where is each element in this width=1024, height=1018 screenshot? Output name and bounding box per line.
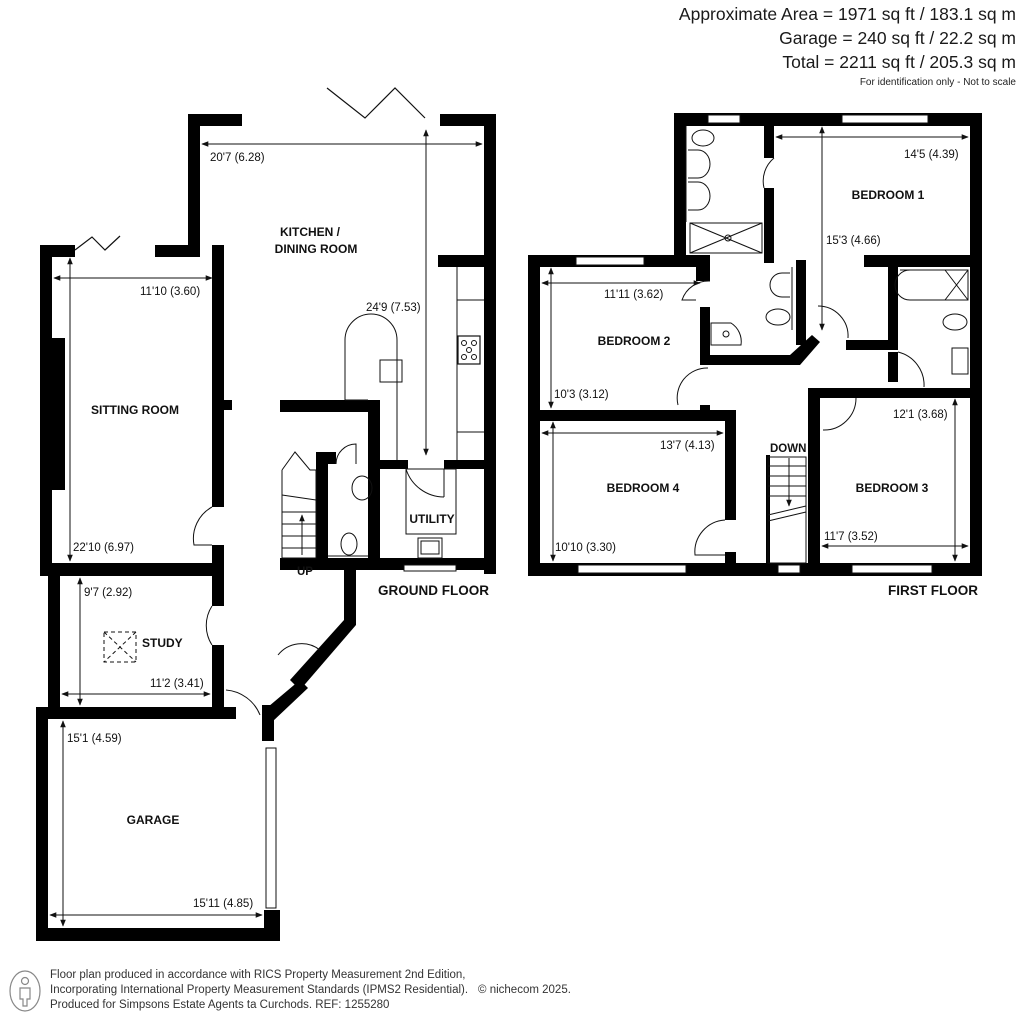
stairs-up-label: UP <box>297 566 313 578</box>
bathroom-fixtures <box>894 269 969 388</box>
kitchen-width: 20'7 (6.28) <box>210 152 265 164</box>
bedroom-4-length: 10'10 (3.30) <box>555 542 616 554</box>
garage-area: Garage = 240 sq ft / 22.2 sq m <box>779 28 1016 48</box>
kitchen-label: KITCHEN / <box>280 225 341 239</box>
ensuite2-fixtures <box>681 267 793 346</box>
first-floor-plan: DOWN BEDROOM 1 14'5 (4.39) 15'3 (4.66) B… <box>528 113 982 598</box>
sitting-room-width: 11'10 (3.60) <box>140 286 200 298</box>
bedroom-1-label: BEDROOM 1 <box>852 188 925 202</box>
utility-sink-icon <box>417 537 443 559</box>
ground-floor-plan: UP KITCHEN / DINING RO <box>36 87 496 941</box>
study-label: STUDY <box>142 636 183 650</box>
dining-room-label: DINING ROOM <box>275 242 358 256</box>
bedroom-1-width: 14'5 (4.39) <box>904 149 959 161</box>
bedroom-3-length: 12'1 (3.68) <box>893 409 948 421</box>
garage-length: 15'1 (4.59) <box>67 733 122 745</box>
stairs-down-label: DOWN <box>770 443 806 455</box>
area-summary: Approximate Area = 1971 sq ft / 183.1 sq… <box>679 2 1016 88</box>
stairs-up <box>281 451 317 559</box>
footer-line-1: Floor plan produced in accordance with R… <box>50 969 466 981</box>
scale-disclaimer: For identification only - Not to scale <box>859 77 1016 88</box>
study-width: 11'2 (3.41) <box>150 678 204 690</box>
study-length: 9'7 (2.92) <box>84 587 132 599</box>
floor-plan: UP KITCHEN / DINING RO <box>36 87 982 941</box>
ground-floor-walls <box>36 114 496 941</box>
bedroom-4-width: 13'7 (4.13) <box>660 440 715 452</box>
ground-floor-title: GROUND FLOOR <box>378 583 489 598</box>
windows <box>575 114 933 574</box>
bedroom-2-length: 10'3 (3.12) <box>554 389 609 401</box>
bedroom-3-label: BEDROOM 3 <box>856 481 929 495</box>
bedroom-2-width: 11'11 (3.62) <box>604 289 663 301</box>
bedroom-4-label: BEDROOM 4 <box>607 481 680 495</box>
copyright: © nichecom 2025. <box>478 984 571 996</box>
sitting-room-length: 22'10 (6.97) <box>73 542 134 554</box>
footer: Floor plan produced in accordance with R… <box>8 968 571 1013</box>
hob-icon <box>457 335 481 365</box>
bedroom-2-label: BEDROOM 2 <box>598 334 671 348</box>
stairs-down <box>767 456 807 564</box>
garage-door <box>265 747 277 909</box>
ensuite-fixtures <box>685 126 775 254</box>
kitchen-length: 24'9 (7.53) <box>366 302 421 314</box>
skylight-icon <box>103 631 137 663</box>
bedroom-3-width: 11'7 (3.52) <box>824 531 878 543</box>
bedroom-1-length: 15'3 (4.66) <box>826 235 881 247</box>
kitchen-units <box>344 267 484 460</box>
person-info-icon <box>9 969 41 1012</box>
footer-line-2: Incorporating International Property Mea… <box>50 984 469 996</box>
sitting-room-label: SITTING ROOM <box>91 403 179 417</box>
footer-line-3: Produced for Simpsons Estate Agents ta C… <box>50 999 390 1011</box>
first-floor-walls <box>528 113 982 576</box>
utility-label: UTILITY <box>409 512 454 526</box>
total-area: Total = 2211 sq ft / 205.3 sq m <box>782 52 1016 72</box>
wc-fixtures <box>328 443 373 557</box>
garage-label: GARAGE <box>127 813 180 827</box>
approximate-area: Approximate Area = 1971 sq ft / 183.1 sq… <box>678 4 1016 24</box>
window <box>403 564 457 572</box>
garage-width: 15'11 (4.85) <box>193 898 253 910</box>
first-floor-title: FIRST FLOOR <box>888 583 978 598</box>
